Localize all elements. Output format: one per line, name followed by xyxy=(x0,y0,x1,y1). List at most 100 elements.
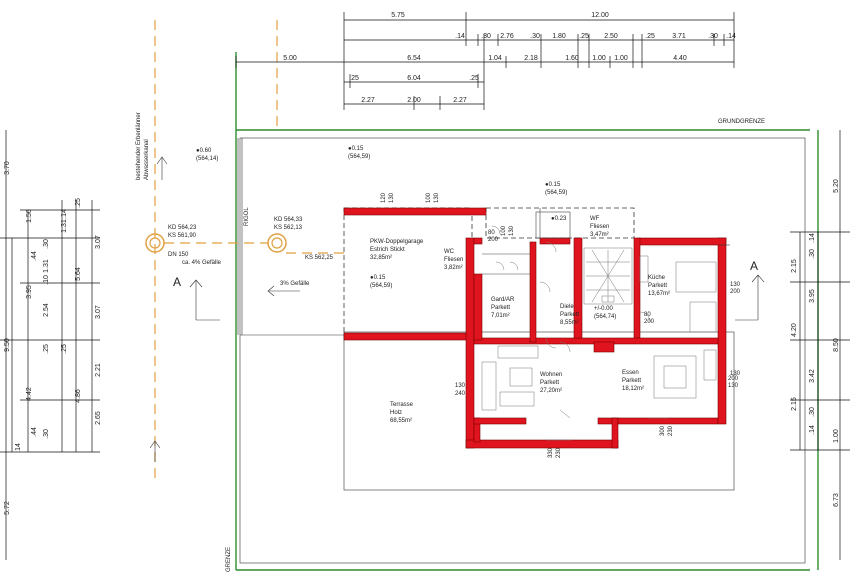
elevation-3: ●0.15 xyxy=(545,182,561,188)
interior-lines xyxy=(482,208,730,275)
opening-dim-4: 130 xyxy=(434,192,440,203)
opening-dim-15: 130 xyxy=(730,371,741,377)
opening-dim-21: 130 xyxy=(728,383,739,389)
dim-row2-4: .30 xyxy=(530,33,540,40)
dim-left-inner2-1: 3.07 xyxy=(95,235,102,249)
dim-row2-11: .14 xyxy=(726,33,736,40)
room-floor: Parkett xyxy=(622,378,641,384)
room-area: 18,12m² xyxy=(622,386,644,392)
pipe-slope-label: ca. 4% Gefälle xyxy=(182,260,222,266)
dim-right-outer-1: 5.20 xyxy=(833,179,840,193)
manhole-2-label-kd: KD 564,33 xyxy=(274,217,303,223)
room-kueche: Küche Parkett 13,67m² xyxy=(648,275,670,297)
dim-row3-5: 1.60 xyxy=(565,55,579,62)
dim-left-inner-8: .25 xyxy=(43,344,50,354)
room-name: Diele xyxy=(560,304,574,310)
dim-row2-9: 3.71 xyxy=(672,33,686,40)
section-marker-left xyxy=(189,279,220,321)
dim-left-inner-7: 2.54 xyxy=(43,303,50,317)
dim-row3-3: 1.04 xyxy=(488,55,502,62)
dim-top-1: 5.75 xyxy=(391,12,405,19)
boundary-label-top: GRUNDGRENZE xyxy=(718,119,765,125)
manhole-2-label-ks: KS 562,13 xyxy=(274,225,303,231)
sewer-label-2: Abwasserkanal xyxy=(144,139,150,180)
opening-dim-5: 100 xyxy=(501,225,507,236)
room-elevation: ●0.15 xyxy=(370,275,386,281)
dim-left-mid-1: 1.50 xyxy=(26,209,33,223)
room-floor: Fliesen xyxy=(590,224,609,230)
opening-dim-16: 300 xyxy=(660,425,666,436)
dim-left-inner2-4: 2.21 xyxy=(95,363,102,377)
dim-row2-7: 2.50 xyxy=(604,33,618,40)
room-area: 3,82m² xyxy=(444,265,463,271)
room-gard-ar: Gard/AR Parkett 7,01m² xyxy=(491,297,515,319)
boundary-label-bottom: GRENZE xyxy=(226,547,232,572)
elevation-1: ●0.60 xyxy=(196,148,212,154)
dim-right-mid-9: .14 xyxy=(809,425,816,435)
dim-right-mid-10: 1.00 xyxy=(833,429,840,443)
dim-left-inner2-2: 5.64 xyxy=(75,267,82,281)
dim-row2-3: 2.76 xyxy=(500,33,514,40)
room-floor: Parkett xyxy=(648,283,667,289)
manhole-3-label-ks: KS 562,25 xyxy=(305,255,334,261)
dim-left-inner-5: 1.31 xyxy=(43,259,50,273)
dim-right-mid-6: 3.42 xyxy=(809,369,816,383)
slope-label: 3% Gefälle xyxy=(280,281,310,287)
dim-row2-8: .25 xyxy=(645,33,655,40)
room-floor: Holz xyxy=(390,410,402,416)
room-name: WF xyxy=(590,216,600,222)
room-area: 7,01m² xyxy=(491,313,510,319)
dim-right-mid-8: .30 xyxy=(809,407,816,417)
dim-left-inner-3: .30 xyxy=(43,239,50,249)
flow-arrows xyxy=(149,156,300,462)
dim-right-mid-2: .30 xyxy=(809,249,816,259)
dimension-lines-top xyxy=(235,12,735,110)
opening-dim-19: 230 xyxy=(556,447,562,458)
dim-right-outer-2: 8.50 xyxy=(833,338,840,352)
elevation-3-abs: (564,59) xyxy=(545,190,567,196)
dim-right-mid-7: 2.15 xyxy=(791,397,798,411)
opening-dim-12: 200 xyxy=(730,289,741,295)
opening-dim-18: 330 xyxy=(548,447,554,458)
dim-row2-10: .30 xyxy=(708,33,718,40)
room-wf: WF Fliesen 3,47m² xyxy=(590,216,609,238)
elevation-2: ●0.15 xyxy=(348,146,364,152)
room-level: +/-0.00 xyxy=(594,306,614,312)
dim-row5-2: 2.00 xyxy=(407,97,421,104)
dim-row5-1: 2.27 xyxy=(361,97,375,104)
opening-dim-13: 130 xyxy=(455,383,466,389)
room-floor: Estrich Stickt xyxy=(370,247,405,253)
dim-row5-3: 2.27 xyxy=(453,97,467,104)
opening-dim-3: 100 xyxy=(426,192,432,203)
opening-dim-14: 240 xyxy=(455,391,466,397)
dim-row3-2: 6.54 xyxy=(407,55,421,62)
furniture xyxy=(481,225,717,441)
room-diele: Diele Parkett 8,55m² +/-0.00 (564,74) xyxy=(560,304,616,326)
room-wc: WC Fliesen 3,82m² xyxy=(444,249,463,271)
section-label-right: A xyxy=(750,259,758,273)
dim-row3-7: 1.00 xyxy=(614,55,628,62)
room-name: Essen xyxy=(622,370,639,376)
opening-dim-10: 200 xyxy=(644,319,655,325)
opening-dim-17: 230 xyxy=(668,425,674,436)
dim-left-inner-9: 1.31 xyxy=(61,219,68,233)
room-area: 3,47m² xyxy=(590,232,609,238)
room-name: Wohnen xyxy=(540,372,562,378)
dim-left-inner-2: .14 xyxy=(61,209,68,219)
elevation-2-abs: (564,59) xyxy=(348,154,370,160)
dim-left-inner2-6: 2.65 xyxy=(95,411,102,425)
dim-left-inner-10: .25 xyxy=(61,344,68,354)
dim-row3-1: 5.00 xyxy=(283,55,297,62)
elevation-1-abs: (564,14) xyxy=(196,156,218,162)
opening-dim-20: 200 xyxy=(728,376,739,382)
dim-left-inner-12: .44 xyxy=(31,427,38,437)
opening-dim-11: 130 xyxy=(730,282,741,288)
room-name: WC xyxy=(444,249,455,255)
dim-right-mid-4: 3.95 xyxy=(809,289,816,303)
room-name: PKW-Doppelgarage xyxy=(370,239,424,245)
dim-left-inner-11: .30 xyxy=(43,429,50,439)
garage-outline xyxy=(343,207,473,339)
dim-left-mid-2: 3.95 xyxy=(26,285,33,299)
room-elevation-abs: (564,59) xyxy=(370,283,392,289)
